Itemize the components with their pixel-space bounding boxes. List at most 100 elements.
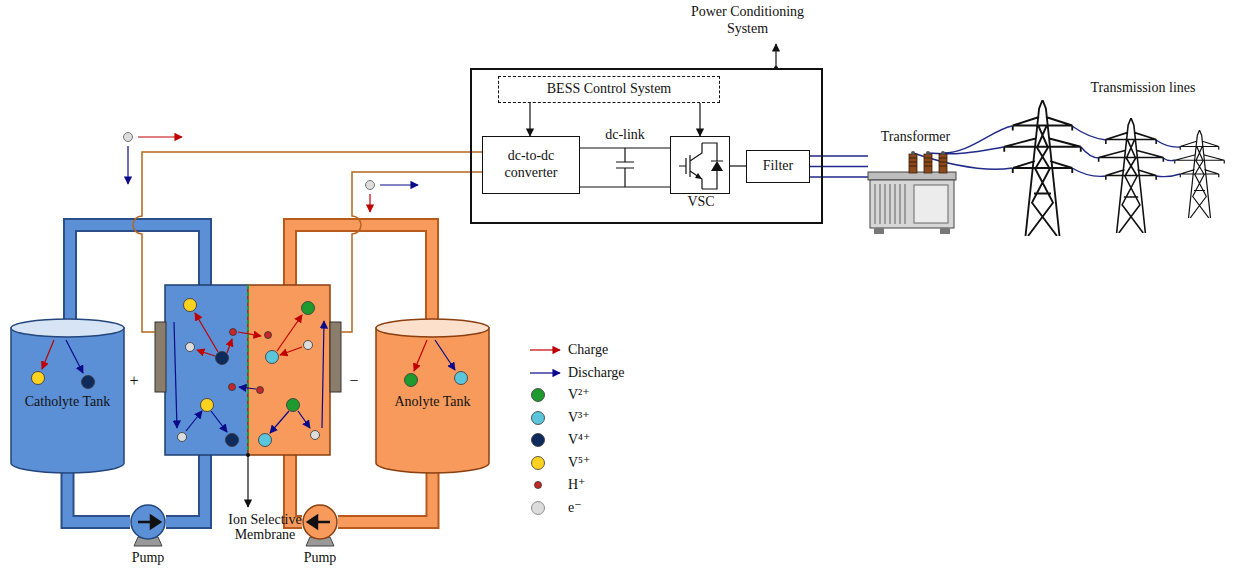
transformer-shape bbox=[924, 158, 932, 159]
transformer-shape bbox=[874, 228, 884, 234]
transformer-shape bbox=[939, 162, 947, 163]
ion-reaction-arrows bbox=[277, 315, 302, 351]
power-conditioning-panel: Power Conditioning SystemBESS Control Sy… bbox=[470, 68, 823, 224]
transmission-tower bbox=[1175, 130, 1225, 218]
anolyte-tank-shape bbox=[376, 328, 489, 473]
ion-symbol bbox=[266, 351, 279, 364]
legend-item: Discharge bbox=[528, 364, 668, 382]
catholyte-tank-shape bbox=[11, 328, 124, 473]
heading-label: Power Conditioning System bbox=[680, 4, 815, 38]
transformer-shape bbox=[909, 166, 917, 167]
ion-symbol bbox=[216, 352, 229, 365]
transformer-shape bbox=[909, 154, 917, 173]
ion-symbol bbox=[259, 434, 272, 447]
electrode bbox=[155, 322, 166, 392]
electron-flow-icon bbox=[124, 133, 133, 142]
vsc-box-shape bbox=[711, 161, 723, 171]
anolyte-tank-shape bbox=[435, 340, 455, 370]
legend-item: V⁵⁺ bbox=[528, 454, 668, 472]
transformer-shape bbox=[879, 184, 881, 224]
converter-box-text-area: dc-to-dc converter bbox=[483, 137, 579, 193]
electrode bbox=[155, 322, 341, 392]
legend-swatch bbox=[532, 501, 545, 514]
pump-shape bbox=[131, 505, 165, 539]
ion-symbol bbox=[229, 384, 236, 391]
transformer-shape bbox=[909, 158, 917, 159]
catholyte-tank-shape bbox=[11, 319, 124, 337]
vsc-box: VSC bbox=[670, 136, 730, 194]
ion-reaction-arrows bbox=[174, 313, 324, 433]
wire bbox=[341, 172, 482, 332]
electron-flow-icon bbox=[124, 133, 419, 213]
capacitor-symbol bbox=[577, 148, 670, 187]
terminal-sign: − bbox=[346, 372, 362, 390]
legend-label: V³⁺ bbox=[568, 409, 590, 427]
ion-symbol bbox=[178, 433, 187, 442]
legend-label: V²⁺ bbox=[568, 386, 590, 404]
ion-reaction-arrows bbox=[174, 322, 177, 428]
transformer-shape bbox=[894, 184, 896, 224]
vsc-box-shape bbox=[679, 143, 723, 189]
converter-box: dc-to-dc converter bbox=[482, 136, 580, 194]
control-system-box-text-area: BESS Control System bbox=[499, 77, 719, 102]
pump-shape bbox=[130, 504, 166, 540]
legend-swatch bbox=[528, 476, 564, 494]
electron-flow-icon bbox=[366, 181, 375, 190]
ion-symbol bbox=[265, 332, 272, 339]
capacitor-symbol bbox=[577, 148, 670, 187]
three-phase-line bbox=[1072, 126, 1106, 176]
legend-label: V⁴⁺ bbox=[568, 431, 590, 449]
legend-swatch bbox=[528, 499, 564, 517]
ion-reaction-arrows bbox=[197, 350, 215, 356]
heading-label: Transformer bbox=[858, 129, 973, 146]
anolyte-tank: Anolyte Tank bbox=[375, 318, 490, 473]
connector bbox=[699, 103, 700, 136]
ion-reaction-arrows bbox=[227, 339, 232, 353]
ion-reaction-arrows bbox=[211, 411, 227, 432]
pump-shape bbox=[308, 516, 330, 528]
transformer-shape bbox=[940, 228, 950, 234]
transformer-shape bbox=[884, 184, 886, 224]
ion-symbol bbox=[226, 434, 239, 447]
catholyte-tank-shape bbox=[42, 340, 54, 369]
ion-reaction-arrows bbox=[238, 332, 261, 336]
anolyte-tank-shape bbox=[376, 319, 489, 337]
leader-line bbox=[246, 44, 778, 507]
flow-cell bbox=[165, 285, 248, 455]
legend-label: Discharge bbox=[568, 364, 625, 382]
flow-cell bbox=[248, 285, 330, 455]
transmission-tower bbox=[1099, 118, 1164, 233]
edge-label: dc-link bbox=[603, 127, 647, 142]
pipe bbox=[338, 471, 433, 522]
legend-item: Charge bbox=[528, 341, 668, 359]
ion-symbol bbox=[184, 299, 197, 312]
pump-shape bbox=[302, 504, 338, 540]
ion-reaction-arrows bbox=[186, 411, 202, 431]
transmission-tower bbox=[1004, 100, 1224, 236]
pipe-outline bbox=[338, 471, 433, 522]
legend-swatch bbox=[532, 389, 545, 402]
legend-item: V⁴⁺ bbox=[528, 431, 668, 449]
ion-symbol bbox=[287, 399, 300, 412]
three-phase-line bbox=[1156, 140, 1180, 177]
ion-reaction-arrows bbox=[322, 321, 324, 428]
ion-reaction-arrows bbox=[298, 411, 310, 428]
transformer-shape bbox=[939, 166, 947, 167]
part-label: Transmission lines bbox=[1068, 80, 1218, 95]
transformer-shape bbox=[904, 184, 906, 224]
heading-label: VSC bbox=[661, 194, 741, 211]
ion-symbol bbox=[302, 302, 315, 315]
wire bbox=[133, 152, 482, 332]
box-label: Filter bbox=[763, 158, 793, 175]
transformer-shape bbox=[939, 158, 947, 159]
vsc-box-shape bbox=[671, 137, 731, 195]
ion-reaction-arrows bbox=[270, 411, 289, 433]
pump-shape bbox=[303, 505, 337, 539]
transformer-shape bbox=[899, 184, 901, 224]
control-system-box: BESS Control System bbox=[498, 76, 720, 103]
connector bbox=[810, 166, 868, 167]
legend-swatch bbox=[528, 364, 564, 382]
filter-box-text-area: Filter bbox=[747, 151, 809, 182]
flow-cell bbox=[247, 285, 249, 455]
